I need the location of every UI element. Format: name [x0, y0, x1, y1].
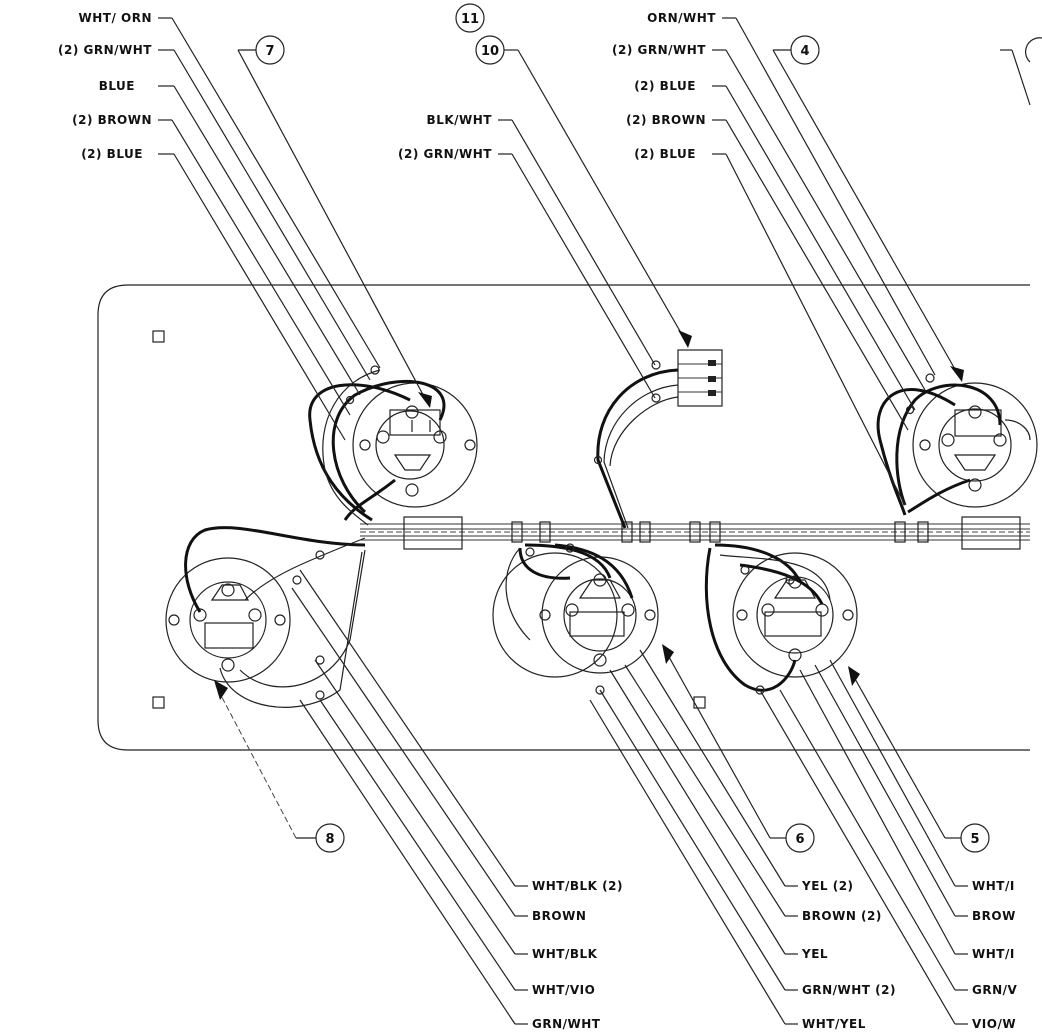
- label-brow-clipped: BROW: [972, 909, 1016, 923]
- label-group-bottom-right: WHT/I BROW WHT/I GRN/V VIO/W: [972, 879, 1018, 1031]
- svg-text:11: 11: [461, 12, 479, 27]
- harness-clamp-left: [403, 516, 463, 550]
- label-wht-clipped-b: WHT/I: [972, 947, 1015, 961]
- label-brown: BROWN: [532, 909, 586, 923]
- main-harness: [360, 516, 1030, 550]
- label-brown-2-right: (2) BROWN: [626, 113, 706, 127]
- label-vio-clipped: VIO/W: [972, 1017, 1016, 1031]
- label-brown-2-bottom: BROWN (2): [802, 909, 882, 923]
- leaders-bottom-right: [759, 659, 968, 1025]
- label-grn-wht: GRN/WHT: [532, 1017, 601, 1031]
- callout-5: 5: [848, 666, 990, 853]
- mount-hole-bottom-mid: [693, 696, 706, 709]
- label-group-bottom-left: WHT/BLK (2) BROWN WHT/BLK WHT/VIO GRN/WH…: [532, 879, 623, 1031]
- callout-10: 10: [475, 35, 692, 348]
- leaders-top-mid: [498, 119, 656, 399]
- switch-7: [308, 365, 478, 526]
- label-wht-blk-2: WHT/BLK (2): [532, 879, 623, 893]
- svg-text:4: 4: [800, 44, 809, 59]
- callout-partial-right: [1000, 37, 1042, 106]
- svg-text:7: 7: [265, 44, 274, 59]
- label-grn-wht-2-right: (2) GRN/WHT: [612, 43, 706, 57]
- switch-5: [704, 543, 858, 695]
- label-wht-clipped-a: WHT/I: [972, 879, 1015, 893]
- mount-hole-bottom-left: [152, 696, 165, 709]
- callout-8: 8: [214, 680, 345, 853]
- label-wht-vio: WHT/VIO: [532, 983, 595, 997]
- callout-6: 6: [662, 644, 815, 853]
- label-group-bottom-mid: YEL (2) BROWN (2) YEL GRN/WHT (2) WHT/YE…: [801, 879, 896, 1031]
- label-blue-2: (2) BLUE: [81, 147, 143, 161]
- switch-4: [876, 373, 1038, 516]
- label-blue-2-right-b: (2) BLUE: [634, 147, 696, 161]
- label-wht-yel: WHT/YEL: [802, 1017, 866, 1031]
- label-group-top-mid: BLK/WHT (2) GRN/WHT: [398, 113, 492, 161]
- panel-outline: [97, 284, 1030, 751]
- connector-10: [593, 349, 723, 529]
- label-group-top-left: WHT/ ORN (2) GRN/WHT BLUE (2) BROWN (2) …: [58, 11, 152, 161]
- callout-4: 4: [772, 35, 964, 382]
- label-yel-2: YEL (2): [801, 879, 854, 893]
- svg-text:5: 5: [970, 832, 979, 847]
- label-blk-wht: BLK/WHT: [427, 113, 493, 127]
- svg-text:8: 8: [325, 832, 334, 847]
- leaders-top-right: [712, 17, 936, 506]
- leaders-bottom-mid: [589, 649, 798, 1025]
- label-orn-wht: ORN/WHT: [647, 11, 716, 25]
- callout-11: 11: [455, 3, 485, 33]
- label-wht-blk: WHT/BLK: [532, 947, 598, 961]
- label-group-top-right: ORN/WHT (2) GRN/WHT (2) BLUE (2) BROWN (…: [612, 11, 716, 161]
- label-blue: BLUE: [99, 79, 135, 93]
- leaders-bottom-left: [291, 569, 528, 1025]
- callout-7: 7: [237, 35, 432, 408]
- switch-8: [165, 526, 366, 708]
- svg-text:6: 6: [795, 832, 804, 847]
- harness-clamp-right: [961, 516, 1021, 550]
- label-grn-wht-2-mid: (2) GRN/WHT: [398, 147, 492, 161]
- leaders-top-left: [158, 17, 381, 441]
- svg-text:10: 10: [481, 44, 499, 59]
- label-wht-orn: WHT/ ORN: [78, 11, 152, 25]
- label-yel: YEL: [801, 947, 828, 961]
- label-blue-2-right: (2) BLUE: [634, 79, 696, 93]
- label-grn-clipped: GRN/V: [972, 983, 1018, 997]
- label-grn-wht-2: (2) GRN/WHT: [58, 43, 152, 57]
- mount-hole-top-left: [152, 330, 165, 343]
- switch-6: [492, 543, 659, 695]
- label-grn-wht-2-bottom: GRN/WHT (2): [802, 983, 896, 997]
- label-brown-2: (2) BROWN: [72, 113, 152, 127]
